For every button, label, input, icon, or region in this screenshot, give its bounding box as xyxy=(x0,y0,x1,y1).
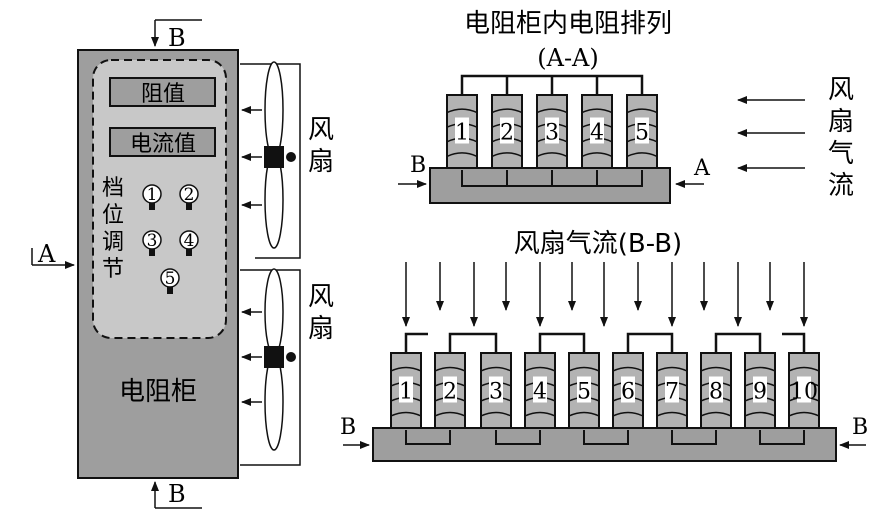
view-aa-resistor-4: 4 xyxy=(581,94,613,169)
view-aa-resistor-1: 1 xyxy=(446,94,478,169)
cabinet: 阻值 电流值 档 位 调 节 1 2 3 xyxy=(77,49,239,479)
view-bb-resistor-3: 3 xyxy=(480,352,512,429)
fan-label-lower-char-1: 风 xyxy=(308,282,334,312)
gear-knob-4-number: 4 xyxy=(184,231,195,251)
view-bb-mark-b-left-label: B xyxy=(340,415,356,440)
view-bb-resistor-2: 2 xyxy=(434,352,466,429)
resistance-display xyxy=(109,77,216,107)
gear-knob-1-number: 1 xyxy=(147,185,158,205)
view-aa-resistor-1-number: 1 xyxy=(455,121,469,146)
view-aa-resistor-5: 5 xyxy=(626,94,658,169)
view-aa-resistor-3: 3 xyxy=(536,94,568,169)
view-aa-subtitle: (A-A) xyxy=(537,44,599,72)
gear-label-char-3: 调 xyxy=(102,230,124,255)
view-bb-mark-b-right-label: B xyxy=(852,415,868,440)
view-bb-resistor-7: 7 xyxy=(656,352,688,429)
view-bb-resistor-4-number: 4 xyxy=(533,380,547,405)
view-aa-resistor-2: 2 xyxy=(491,94,523,169)
section-mark-b-top: B xyxy=(151,19,202,52)
section-mark-b-bottom: B xyxy=(151,480,202,509)
view-bb-mark-b-right: B xyxy=(839,415,868,449)
section-mark-a-left: A xyxy=(31,240,75,269)
airflow-label-char-2: 扇 xyxy=(828,107,854,137)
view-bb-resistor-6-number: 6 xyxy=(621,380,635,405)
airflow-label-char-4: 流 xyxy=(828,171,854,201)
cabinet-fans: 风 扇 风 扇 xyxy=(240,61,334,466)
view-bb-resistor-7-number: 7 xyxy=(665,380,679,405)
view-bb-resistor-10: 10 xyxy=(788,352,820,429)
gear-knobs: 1 2 3 4 5 xyxy=(142,184,199,294)
view-aa-resistor-4-number: 4 xyxy=(590,121,604,146)
view-aa-title: 电阻柜内电阻排列 xyxy=(464,9,672,39)
gear-knob-4: 4 xyxy=(179,230,199,256)
section-mark-a-left-label: A xyxy=(37,240,56,268)
view-bb-resistor-6: 6 xyxy=(612,352,644,429)
view-aa-resistor-5-number: 5 xyxy=(635,121,649,146)
view-bb-resistor-4: 4 xyxy=(524,352,556,429)
view-bb: 风扇气流(B-B) 1 2 3 4 5 6 7 8 9 10 B B xyxy=(340,229,868,462)
view-aa-airflow-arrows xyxy=(737,96,805,172)
gear-knob-5-number: 5 xyxy=(165,269,176,289)
view-bb-resistor-10-number: 10 xyxy=(790,380,818,405)
view-aa-resistor-3-number: 3 xyxy=(545,121,559,146)
section-mark-b-bottom-label: B xyxy=(168,480,186,508)
view-bb-airflow-arrows xyxy=(402,262,808,327)
cabinet-label: 电阻柜 xyxy=(119,377,197,407)
resistance-display-label: 阻值 xyxy=(141,82,185,107)
view-aa-airflow-label: 风 扇 气 流 xyxy=(828,75,854,201)
view-bb-resistor-3-number: 3 xyxy=(489,380,503,405)
fan-label-upper: 风 扇 xyxy=(308,115,334,177)
gear-label-char-1: 档 xyxy=(102,176,124,201)
view-aa: 电阻柜内电阻排列 (A-A) 1 2 3 4 5 B A 风 扇 气 xyxy=(398,9,854,204)
gear-label-char-4: 节 xyxy=(102,257,124,282)
view-bb-resistor-1-number: 1 xyxy=(399,380,413,405)
view-bb-resistors: 1 2 3 4 5 6 7 8 9 10 xyxy=(390,352,820,429)
view-bb-resistor-5: 5 xyxy=(568,352,600,429)
view-bb-bottom-links xyxy=(405,430,805,445)
fan-label-upper-char-2: 扇 xyxy=(308,147,334,177)
view-bb-resistor-5-number: 5 xyxy=(577,380,591,405)
view-bb-resistor-9-number: 9 xyxy=(753,380,767,405)
fan-airflow-arrows xyxy=(241,106,262,406)
view-aa-mark-a-label: A xyxy=(693,156,711,181)
view-aa-mark-a: A xyxy=(675,156,711,188)
gear-knob-2-number: 2 xyxy=(184,185,195,205)
fan-label-lower: 风 扇 xyxy=(308,282,334,344)
fan-lower xyxy=(264,268,296,451)
airflow-label-char-1: 风 xyxy=(828,75,854,105)
view-bb-resistor-8: 8 xyxy=(700,352,732,429)
view-bb-title: 风扇气流(B-B) xyxy=(514,229,682,259)
fan-label-upper-char-1: 风 xyxy=(308,115,334,145)
view-aa-resistors: 1 2 3 4 5 xyxy=(446,94,658,169)
fan-label-lower-char-2: 扇 xyxy=(308,314,334,344)
current-display-label: 电流值 xyxy=(130,132,196,157)
view-bb-resistor-8-number: 8 xyxy=(709,380,723,405)
gear-knob-2: 2 xyxy=(179,184,199,210)
gear-knob-3: 3 xyxy=(142,230,162,256)
gear-label-char-2: 位 xyxy=(102,203,124,228)
current-display xyxy=(109,127,216,157)
view-aa-mark-b: B xyxy=(398,153,427,188)
view-bb-resistor-9: 9 xyxy=(744,352,776,429)
view-bb-top-links xyxy=(404,332,806,353)
view-bb-resistor-2-number: 2 xyxy=(443,380,457,405)
view-bb-mark-b-left: B xyxy=(340,415,370,449)
gear-knob-5: 5 xyxy=(160,268,180,294)
section-mark-b-top-label: B xyxy=(168,24,186,52)
gear-knob-3-number: 3 xyxy=(147,231,158,251)
view-aa-resistor-2-number: 2 xyxy=(500,121,514,146)
view-bb-resistor-1: 1 xyxy=(390,352,422,429)
gear-adjust-label: 档 位 调 节 xyxy=(102,176,124,282)
gear-knob-1: 1 xyxy=(142,184,162,210)
airflow-label-char-3: 气 xyxy=(828,139,854,169)
view-aa-mark-b-label: B xyxy=(410,153,426,178)
fan-upper xyxy=(264,61,296,249)
